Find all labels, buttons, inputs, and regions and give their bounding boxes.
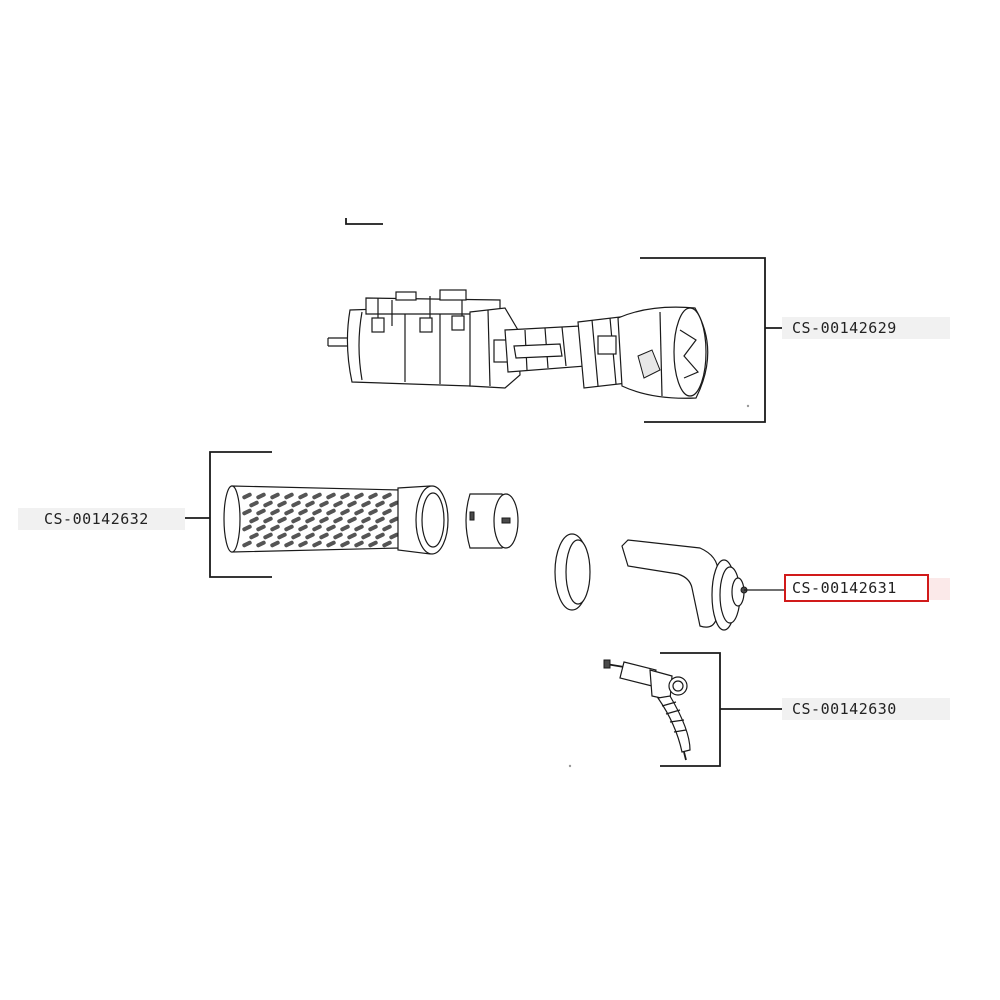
filter-perforation <box>256 540 266 548</box>
filter-perforation <box>312 540 322 548</box>
filter-grid-assembly-bracket <box>185 451 272 578</box>
filter-perforation <box>270 492 280 500</box>
filter-perforation <box>382 508 392 516</box>
filter-perforation <box>298 492 308 500</box>
filter-perforation <box>354 540 364 548</box>
filter-perforation <box>242 524 252 532</box>
filter-perforation <box>256 492 266 500</box>
filter-perforation <box>270 540 280 548</box>
cord-assembly-bracket <box>660 652 783 767</box>
filter-perforation <box>389 516 399 524</box>
stray-mark <box>345 218 383 225</box>
filter-perforation <box>354 524 364 532</box>
filter-perforation <box>354 492 364 500</box>
filter-perforation <box>361 500 371 508</box>
filter-perforation <box>333 516 343 524</box>
filter-perforation <box>333 500 343 508</box>
filter-perforation <box>368 492 378 500</box>
filter-perforation <box>326 524 336 532</box>
filter-perforation <box>312 524 322 532</box>
filter-perforation <box>312 492 322 500</box>
filter-perforation <box>382 524 392 532</box>
filter-perforation <box>284 508 294 516</box>
filter-perforation <box>319 500 329 508</box>
filter-perforation <box>361 532 371 540</box>
filter-perforation <box>326 508 336 516</box>
filter-perforation <box>249 516 259 524</box>
filter-perforation <box>305 516 315 524</box>
motor-assembly-bracket <box>640 257 783 423</box>
filter-perforation <box>263 532 273 540</box>
filter-perforation <box>368 508 378 516</box>
filter-perforation <box>284 524 294 532</box>
filter-perforation <box>347 532 357 540</box>
filter-perforation <box>340 540 350 548</box>
filter-perforation <box>312 508 322 516</box>
filter-perforation <box>340 524 350 532</box>
filter-perforation <box>277 516 287 524</box>
filter-perforation <box>291 500 301 508</box>
filter-perforation <box>354 508 364 516</box>
filter-perforation <box>256 508 266 516</box>
part-label-motor-assembly[interactable]: CS-00142629 <box>782 317 950 339</box>
part-label-handle-assembly[interactable]: CS-00142631 <box>784 574 929 602</box>
filter-perforation <box>347 516 357 524</box>
filter-perforation <box>375 500 385 508</box>
filter-perforation <box>340 492 350 500</box>
filter-perforation <box>368 524 378 532</box>
filter-perforation <box>347 500 357 508</box>
filter-perforation <box>305 532 315 540</box>
filter-perforation <box>270 524 280 532</box>
filter-perforation <box>382 492 392 500</box>
filter-perforation <box>242 540 252 548</box>
filter-perforation <box>249 500 259 508</box>
filter-grid-assembly-drawing[interactable] <box>223 485 519 555</box>
handle-assembly-drawing[interactable] <box>554 533 748 631</box>
filter-perforation <box>305 500 315 508</box>
filter-perforation <box>326 540 336 548</box>
filter-perforation <box>389 500 399 508</box>
filter-perforation <box>249 532 259 540</box>
selected-label-tail <box>929 578 950 600</box>
filter-perforation <box>368 540 378 548</box>
filter-perforation <box>242 492 252 500</box>
filter-perforation <box>298 540 308 548</box>
cord-assembly-drawing[interactable] <box>568 659 691 768</box>
part-label-cord-assembly[interactable]: CS-00142630 <box>782 698 950 720</box>
filter-perforation <box>291 516 301 524</box>
filter-perforation <box>298 524 308 532</box>
filter-perforation <box>263 516 273 524</box>
filter-perforation <box>284 540 294 548</box>
filter-perforation <box>361 516 371 524</box>
filter-perforation <box>284 492 294 500</box>
filter-perforation <box>277 500 287 508</box>
filter-perforation <box>256 524 266 532</box>
filter-perforation <box>277 532 287 540</box>
filter-perforation <box>270 508 280 516</box>
filter-perforation <box>375 516 385 524</box>
filter-perforation <box>382 540 392 548</box>
filter-perforation <box>291 532 301 540</box>
filter-perforation <box>333 532 343 540</box>
filter-perforation <box>319 516 329 524</box>
filter-perforation <box>375 532 385 540</box>
filter-perforation <box>263 500 273 508</box>
filter-perforation <box>319 532 329 540</box>
motor-assembly-drawing[interactable] <box>327 289 750 408</box>
filter-perforation <box>326 492 336 500</box>
filter-perforation <box>340 508 350 516</box>
filter-perforation <box>389 532 399 540</box>
filter-perforation <box>298 508 308 516</box>
part-label-filter-grid-assembly[interactable]: CS-00142632 <box>18 508 185 530</box>
filter-perforation <box>242 508 252 516</box>
